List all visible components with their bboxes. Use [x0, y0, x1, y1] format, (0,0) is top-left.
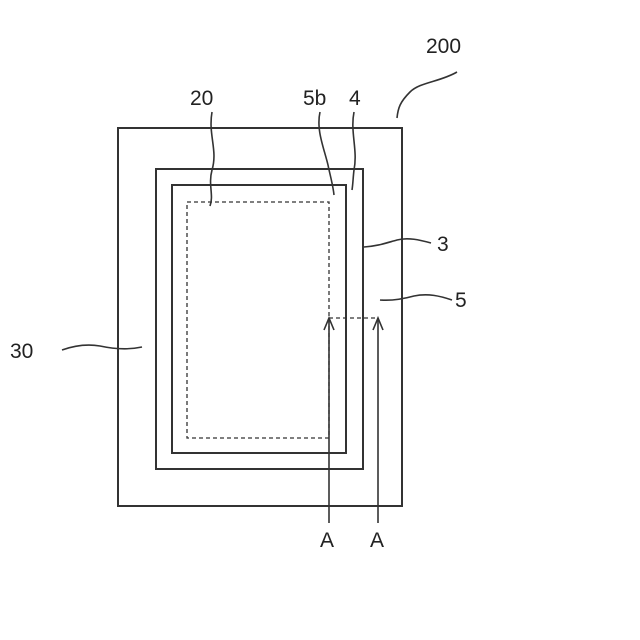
- label-section-a-right: A: [370, 529, 384, 552]
- leader-4: [352, 112, 355, 190]
- label-20: 20: [190, 87, 213, 110]
- label-4: 4: [349, 87, 361, 110]
- label-200: 200: [426, 35, 461, 58]
- label-5: 5: [455, 289, 467, 312]
- section-arrow-right: [373, 318, 383, 523]
- leader-200: [397, 72, 457, 118]
- label-section-a-left: A: [320, 529, 334, 552]
- frame-4: [172, 185, 346, 453]
- section-arrow-left: [324, 318, 334, 523]
- region-20-dashed: [187, 202, 329, 438]
- label-3: 3: [437, 233, 449, 256]
- leader-5b: [319, 112, 334, 195]
- leader-20: [210, 112, 214, 206]
- label-30: 30: [10, 340, 33, 363]
- leader-3: [364, 239, 431, 247]
- label-5b: 5b: [303, 87, 326, 110]
- leader-5: [380, 295, 452, 300]
- leader-30: [62, 345, 142, 350]
